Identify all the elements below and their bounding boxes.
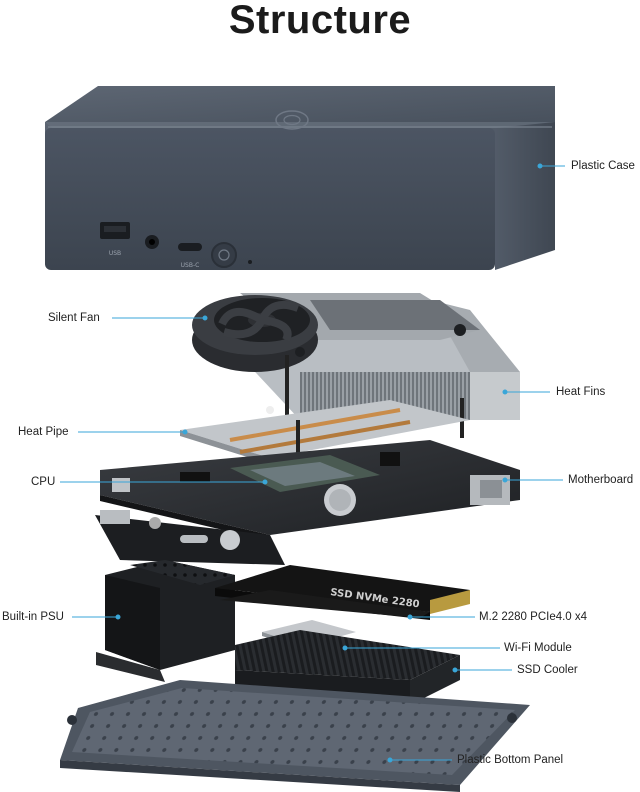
logo-icon [275,110,309,130]
motherboard [95,440,520,565]
case-front [45,128,495,270]
usb-port-label: USB [109,250,121,257]
usb-c-port-icon [178,243,202,251]
leader-lines [60,163,565,763]
cooling-assembly [192,293,520,438]
case-top [45,86,555,122]
label-plastic-case: Plastic Case [571,160,635,172]
usb-c-port-label: USB-C [181,262,200,269]
m2-ssd: SSD NVMe 2280 [215,565,470,620]
case-side [495,122,555,270]
label-silent-fan: Silent Fan [48,312,100,324]
power-button-icon [211,242,237,268]
label-m2-ssd: M.2 2280 PCIe4.0 x4 [479,611,588,623]
built-in-psu [96,560,235,682]
label-built-in-psu: Built-in PSU [2,611,64,623]
power-led-icon [248,260,252,264]
label-cpu: CPU [31,476,56,488]
plastic-case: USB USB-C [45,86,555,270]
label-plastic-bottom-panel: Plastic Bottom Panel [457,754,564,766]
label-motherboard: Motherboard [568,474,634,486]
page-title: Structure [228,0,412,42]
label-heat-fins: Heat Fins [556,386,606,398]
plastic-bottom-panel [60,680,530,792]
ssd-cooler [235,630,460,705]
label-heat-pipe: Heat Pipe [18,426,69,438]
label-ssd-cooler: SSD Cooler [517,664,578,676]
label-wifi-module: Wi-Fi Module [504,642,572,654]
heat-pipe [180,400,470,464]
